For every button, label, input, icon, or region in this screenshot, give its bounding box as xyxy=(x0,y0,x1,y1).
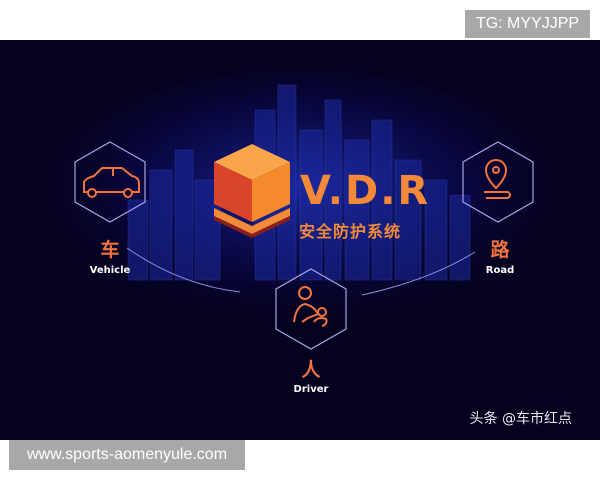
road-node xyxy=(462,141,534,223)
hero-graphics xyxy=(0,40,600,440)
vdr-subtitle: 安全防护系统 xyxy=(299,222,402,241)
car-icon xyxy=(83,167,140,198)
vehicle-label-en: Vehicle xyxy=(89,265,131,276)
vdr-cube-logo xyxy=(214,144,290,238)
driver-label-en: Driver xyxy=(293,384,329,395)
vdr-title: V.D.R xyxy=(300,168,431,214)
hexagon-outline xyxy=(74,141,146,223)
hexagon-outline xyxy=(462,141,534,223)
url-badge: www.sports-aomenyule.com xyxy=(9,440,245,470)
hexagon-outline xyxy=(275,268,347,350)
road-label-en: Road xyxy=(485,265,515,276)
vdr-hero-image: V.D.R 安全防护系统 车 Vehicle 路 Road 人 Driver 头… xyxy=(0,40,600,440)
road-label-cn: 路 xyxy=(490,239,510,261)
location-pin-road-icon xyxy=(484,159,511,199)
connector-driver-road xyxy=(361,251,476,296)
source-watermark: 头条 @车市红点 xyxy=(469,411,572,427)
city-skyline xyxy=(127,84,471,281)
connector-vehicle-driver xyxy=(126,247,241,293)
vehicle-node xyxy=(74,141,146,223)
vehicle-label-cn: 车 xyxy=(100,239,120,261)
tg-badge: TG: MYYJJPP xyxy=(465,10,590,38)
driver-child-icon xyxy=(293,286,328,327)
driver-node xyxy=(275,268,347,350)
driver-label-cn: 人 xyxy=(301,359,321,381)
